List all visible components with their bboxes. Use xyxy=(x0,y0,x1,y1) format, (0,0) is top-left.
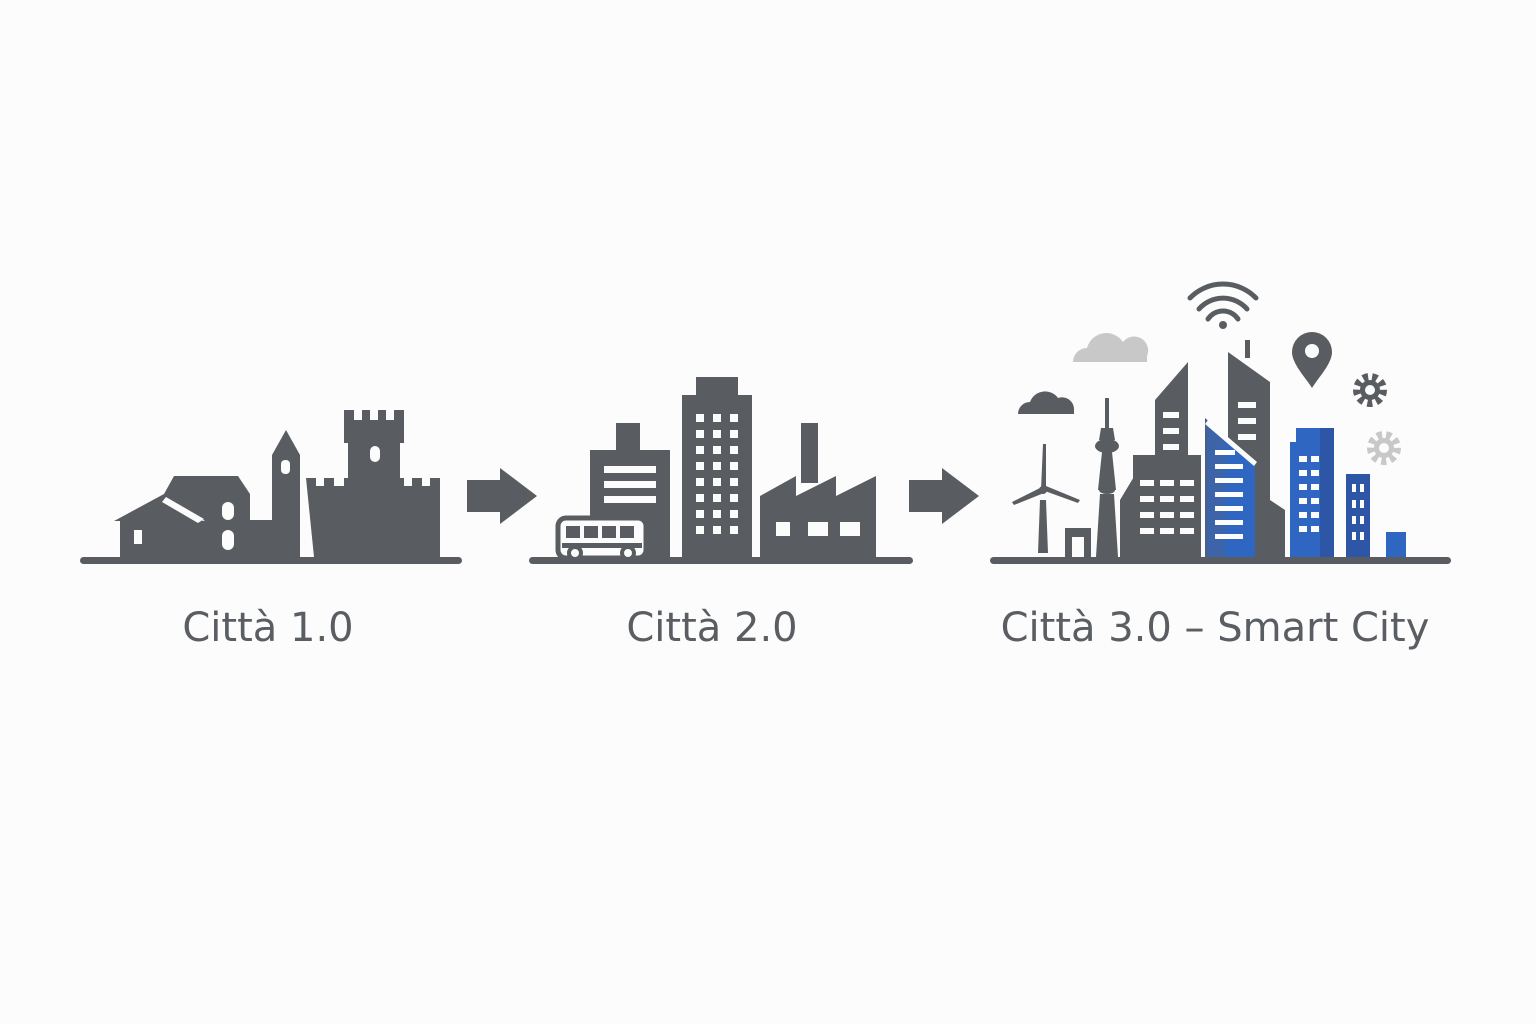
stage-3-label: Città 3.0 – Smart City xyxy=(1000,605,1430,651)
castle-icon xyxy=(300,410,440,557)
tv-tower-icon xyxy=(1095,398,1119,557)
factory-icon xyxy=(760,423,876,557)
manor-house-icon xyxy=(162,476,250,557)
office-tower-icon xyxy=(682,377,752,557)
skyscraper-icon xyxy=(1120,340,1285,557)
ground-line-1 xyxy=(80,557,462,564)
stage-3-smart-city xyxy=(990,281,1451,564)
bus-icon xyxy=(555,515,649,561)
blue-skyscraper-icon xyxy=(1290,428,1334,557)
bell-tower-icon xyxy=(272,430,300,557)
wind-turbine-icon xyxy=(1012,444,1080,553)
stage-1-label: Città 1.0 xyxy=(182,605,354,651)
stage-2-label: Città 2.0 xyxy=(626,605,798,651)
cloud-icon xyxy=(1073,333,1149,362)
location-pin-icon xyxy=(1292,332,1332,388)
tower-windows xyxy=(696,414,738,534)
cloud-icon xyxy=(1018,391,1075,414)
gear-icon xyxy=(1353,373,1387,407)
stage-2-industrial-city xyxy=(529,377,913,564)
ground-line-3 xyxy=(990,557,1451,564)
arrow-right-icon xyxy=(909,468,979,524)
gear-icon xyxy=(1367,431,1401,465)
arrow-right-icon xyxy=(467,468,537,524)
stage-1-medieval-town xyxy=(80,410,462,564)
skyscraper-windows xyxy=(1140,402,1256,534)
wifi-icon xyxy=(1187,281,1259,329)
blue-building-icon xyxy=(1346,474,1406,557)
skyscraper-icon xyxy=(1205,418,1257,557)
